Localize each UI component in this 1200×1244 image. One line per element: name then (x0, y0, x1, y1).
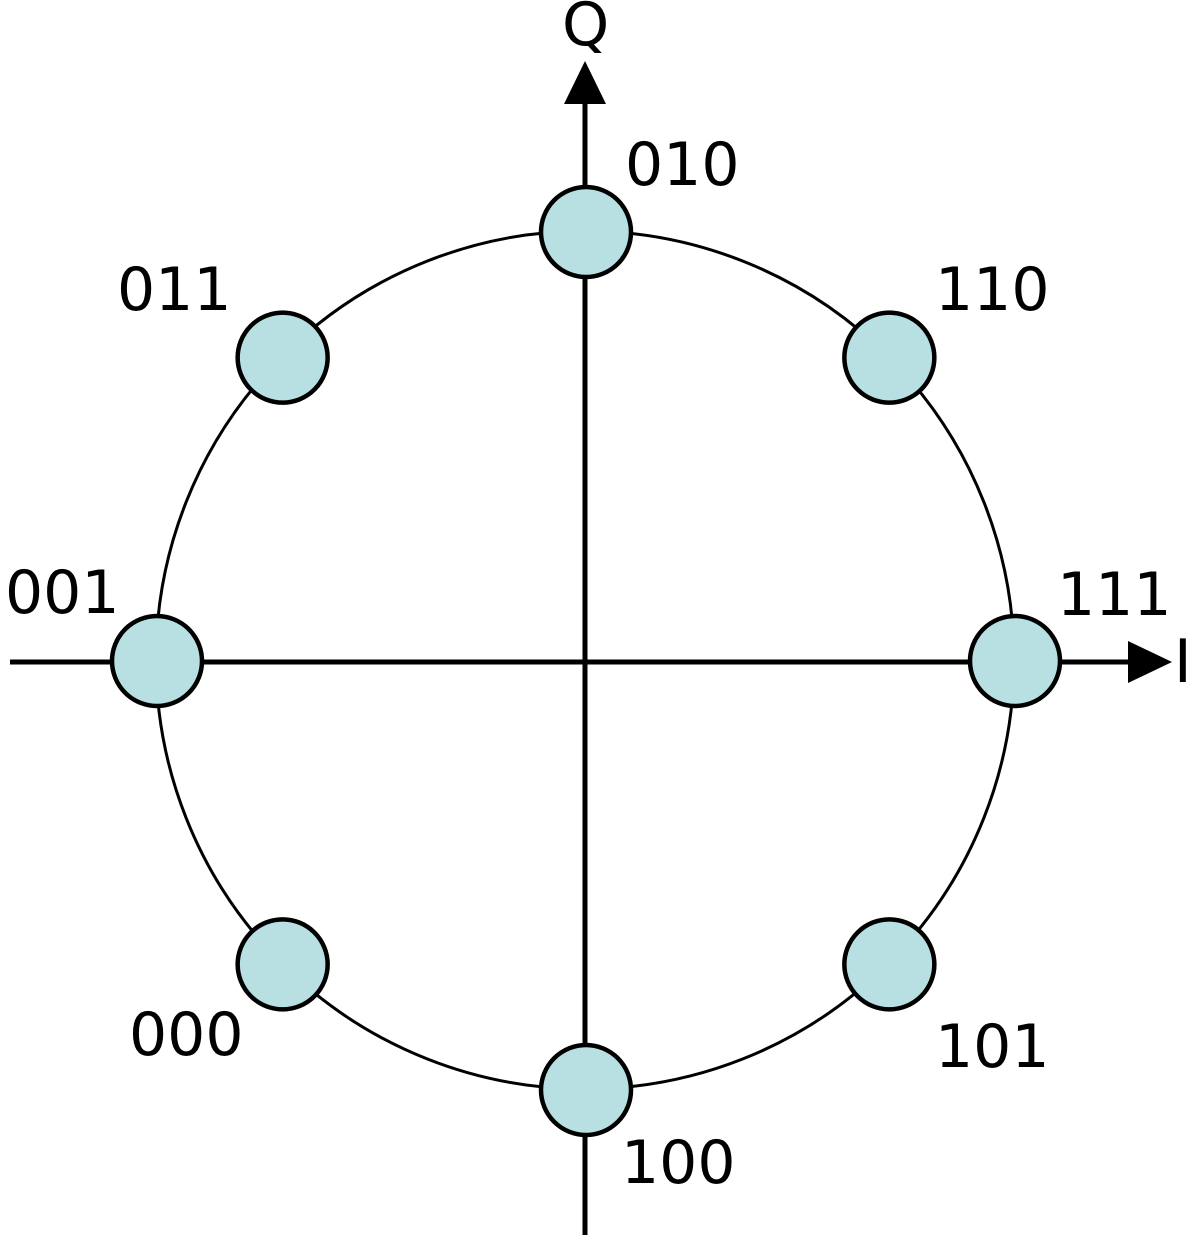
constellation-point-000 (235, 917, 330, 1012)
point-label-111: 111 (1057, 560, 1172, 630)
point-label-001: 001 (5, 558, 120, 628)
constellation-point-110 (842, 310, 937, 405)
constellation-point-101 (842, 917, 937, 1012)
point-label-000: 000 (129, 1000, 244, 1070)
constellation-point-010 (538, 184, 634, 280)
point-label-101: 101 (935, 1012, 1050, 1082)
i-axis-arrow-icon (1128, 641, 1172, 683)
constellation-point-011 (235, 310, 330, 405)
point-label-100: 100 (621, 1128, 736, 1198)
q-axis-label: Q (562, 0, 609, 60)
constellation-point-001 (109, 613, 205, 709)
point-label-110: 110 (935, 255, 1050, 325)
constellation-point-100 (538, 1042, 634, 1138)
point-label-010: 010 (625, 130, 740, 200)
q-axis-arrow-icon (564, 61, 606, 104)
point-label-011: 011 (117, 255, 232, 325)
i-axis-label: I (1174, 627, 1192, 697)
constellation-point-111 (967, 613, 1063, 709)
